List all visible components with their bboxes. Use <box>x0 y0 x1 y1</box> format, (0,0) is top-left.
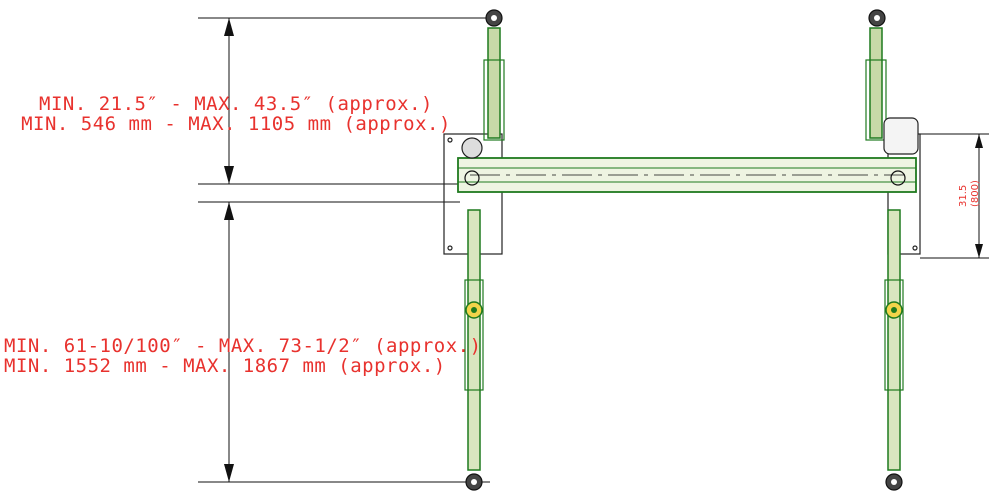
lower-metric-label: MIN. 1552 mm - MAX. 1867 mm (approx.) <box>4 355 446 377</box>
right-depth-sub: (800) <box>970 180 981 207</box>
upper-metric-label: MIN. 546 mm - MAX. 1105 mm (approx.) <box>21 113 451 135</box>
wheel-hubs <box>471 15 897 485</box>
right-dimension-sub: (800) <box>970 180 981 207</box>
lower-height-dimension: MIN. 61-10/100″ - MAX. 73-1/2″ (approx.)… <box>4 335 482 377</box>
caster-wheels <box>465 9 903 491</box>
right-column <box>865 27 919 471</box>
lower-imperial-label: MIN. 61-10/100″ - MAX. 73-1/2″ (approx.) <box>4 335 482 357</box>
right-dimension-value: 31.5 <box>958 184 969 207</box>
mounting-plates <box>443 133 921 255</box>
cross-beam <box>457 137 917 193</box>
upper-imperial-label: MIN. 21.5″ - MAX. 43.5″ (approx.) <box>39 93 433 115</box>
left-column <box>464 27 505 471</box>
dimension-arrows <box>224 18 983 482</box>
right-depth-dimension: 31.5 <box>958 185 969 207</box>
upper-height-dimension: MIN. 21.5″ - MAX. 43.5″ (approx.) MIN. 5… <box>10 94 462 134</box>
dimension-lines <box>198 17 989 483</box>
